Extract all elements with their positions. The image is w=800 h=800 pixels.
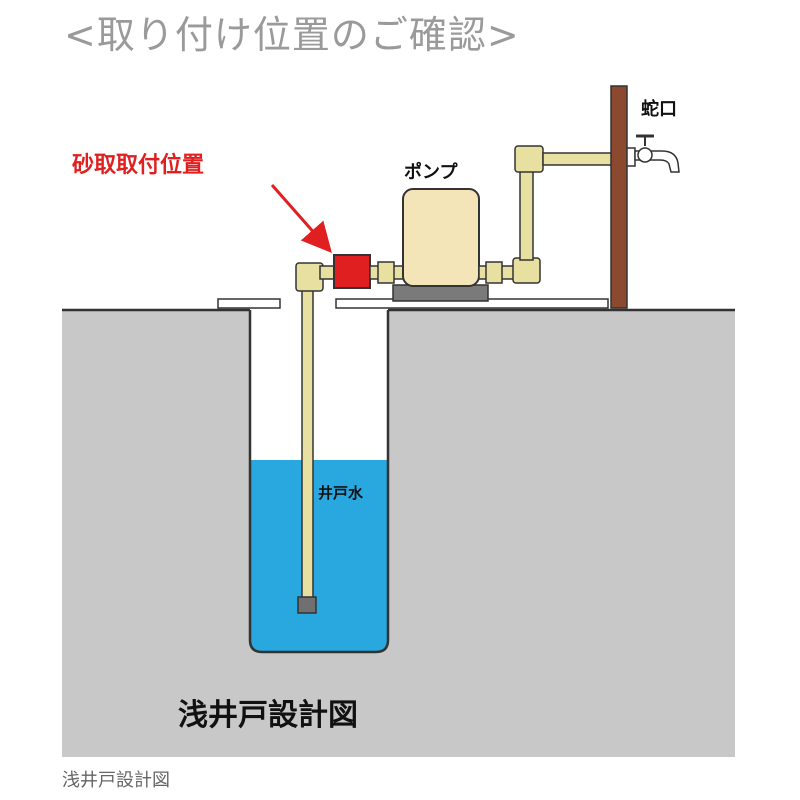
suction-pipe <box>301 279 314 603</box>
foot-valve <box>297 596 317 614</box>
diagram-title: 浅井戸設計図 <box>178 698 358 733</box>
ground <box>62 310 735 757</box>
pipe-fitting <box>377 261 395 284</box>
pipe-elbow <box>512 257 541 284</box>
well-water <box>250 460 388 652</box>
sand-filter <box>333 254 371 289</box>
filter-position-label: 砂取取付位置 <box>72 152 204 178</box>
faucet-icon <box>626 134 680 173</box>
faucet-label: 蛇口 <box>641 98 677 120</box>
well-water-label: 井戸水 <box>318 484 364 502</box>
pipe-elbow <box>295 262 324 292</box>
pump-base <box>392 284 489 302</box>
pipe-elbow <box>514 145 544 173</box>
page-heading: <取り付け位置のご確認> <box>64 13 520 57</box>
annotation-arrow <box>270 184 332 254</box>
pump-body <box>402 188 480 287</box>
riser-pipe <box>519 167 534 261</box>
pipe-fitting <box>485 261 503 284</box>
image-caption: 浅井戸設計図 <box>62 770 170 791</box>
pipe-segment <box>542 152 612 166</box>
faucet-post <box>610 85 628 309</box>
well-shaft <box>248 310 390 654</box>
pump-label: ポンプ <box>404 161 458 183</box>
well-cover-left <box>217 298 281 309</box>
